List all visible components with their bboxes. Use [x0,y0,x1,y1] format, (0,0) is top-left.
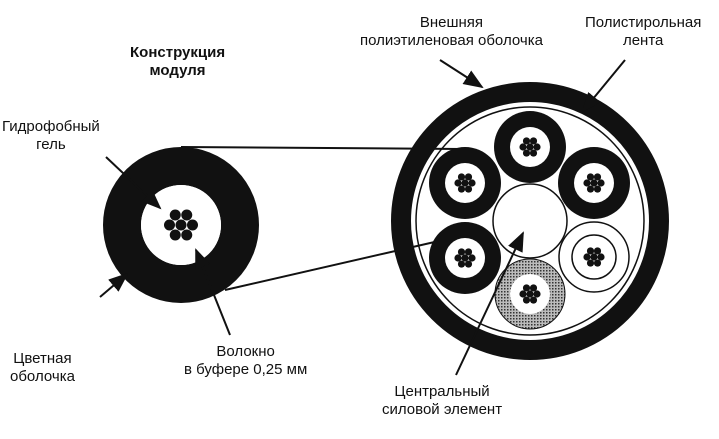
fiber [522,296,531,304]
outer-sheath-line2: полиэтиленовая оболочка [360,32,543,49]
fiber-line1: Волокно [216,343,275,360]
fiber [468,179,476,187]
arrow-colored-sheath [99,272,129,298]
central-line2: силовой элемент [382,401,503,418]
label-colored-sheath: Цветная оболочка [10,350,75,386]
fiber [181,209,193,221]
module-cross-section [103,147,259,303]
label-outer-sheath: Внешняя полиэтиленовая оболочка [360,14,543,50]
fiber [522,149,531,157]
label-central-member: Центральный силовой элемент [382,383,502,419]
gel-line1: Гидрофобный [2,118,100,135]
title-line1: Конструкция [130,44,226,61]
buffer-module [429,222,501,294]
colored-line1: Цветная [13,350,72,367]
fiber [461,179,469,187]
fiber [457,185,466,193]
fiber [457,260,466,268]
fiber-line2: в буфере 0,25 мм [184,361,308,378]
fiber [522,137,531,145]
label-fiber: Волокно в буфере 0,25 мм [184,343,307,379]
fiber [586,173,595,181]
tape-line1: Полистирольная [585,14,702,31]
fiber [593,259,602,267]
central-line1: Центральный [394,383,490,400]
fiber [457,248,466,256]
fiber [526,290,534,298]
fiber [590,179,598,187]
label-polystyrene-tape: Полистирольная лента [585,14,701,50]
fiber [454,254,462,262]
fiber [181,229,193,241]
fiber [464,173,473,181]
tape-line2: лента [622,32,664,49]
fiber [461,254,469,262]
fiber [583,179,591,187]
fiber [522,284,531,292]
label-hydrophobic-gel: Гидрофобный гель [2,118,100,154]
fiber [464,185,473,193]
arrow-tape [581,59,626,113]
fiber [529,296,538,304]
module-title: Конструкция модуля [130,44,225,80]
buffer-module [558,147,630,219]
fiber [597,253,605,261]
arrow-outer-sheath [439,59,484,89]
fiber [529,149,538,157]
fiber [464,260,473,268]
fiber [533,290,541,298]
buffer-module [429,147,501,219]
connector-line-bottom [224,237,453,291]
arrow-central-member [455,231,524,376]
fiber [590,253,598,261]
arrow-gel [105,156,162,210]
fiber [464,248,473,256]
fiber [583,253,591,261]
fiber [529,284,538,292]
fiber [169,209,181,221]
buffer-module [494,111,566,183]
fiber [593,185,602,193]
fiber [468,254,476,262]
fiber [457,173,466,181]
fiber [593,247,602,255]
fiber [519,290,527,298]
central-strength-member [492,183,568,259]
fiber [187,219,198,231]
fiber [175,219,187,231]
arrow-fiber [195,248,231,336]
fiber [597,179,605,187]
title-line2: модуля [149,62,206,79]
buffer-module [558,221,630,293]
gel-line2: гель [36,136,66,153]
fiber [454,179,462,187]
colored-line2: оболочка [10,368,75,385]
fiber [586,259,595,267]
fiber [593,173,602,181]
fiber [529,137,538,145]
cable-cross-section [391,82,669,360]
fiber [519,143,527,151]
fiber [526,143,534,151]
fiber [533,143,541,151]
fiber [164,219,175,231]
fiber [586,185,595,193]
fiber [586,247,595,255]
fiber [169,229,181,241]
fiber-bundle [164,209,198,241]
buffer-module [494,258,566,330]
outer-sheath-line1: Внешняя [419,14,484,31]
